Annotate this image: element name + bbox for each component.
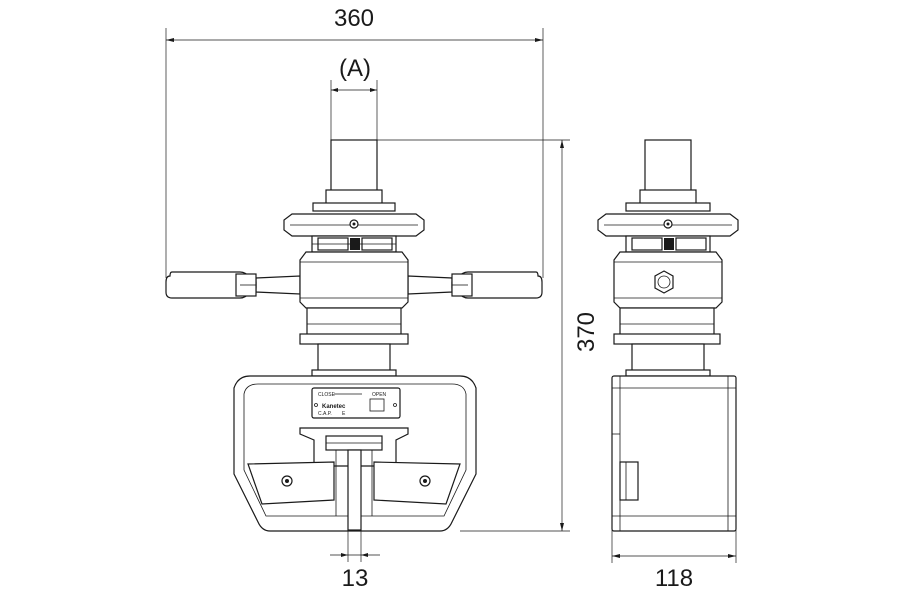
plate-close-label: CLOSE <box>318 392 336 398</box>
plate-open-label: OPEN <box>372 392 387 398</box>
dimension-side-depth: 118 <box>611 530 737 592</box>
front-top-collar <box>283 213 425 237</box>
dimension-overall-height: 370 <box>377 139 600 532</box>
dim-label-360: 360 <box>334 5 374 32</box>
hex-fitting-icon <box>654 270 674 294</box>
left-handle <box>165 271 301 299</box>
right-handle <box>407 271 543 299</box>
dimension-overall-width: 360 <box>165 5 544 278</box>
dim-label-370: 370 <box>573 312 600 352</box>
left-jaw-pad <box>247 461 335 505</box>
name-plate: CLOSE OPEN Kanetec C.A.P. E <box>311 387 401 419</box>
plate-brand: Kanetec <box>322 404 346 410</box>
dim-label-118: 118 <box>655 565 693 592</box>
front-hub <box>299 251 409 309</box>
dim-label-13: 13 <box>342 565 369 592</box>
jaw-mechanism <box>299 427 409 531</box>
right-jaw-pad <box>373 461 461 505</box>
front-nut <box>311 235 397 253</box>
side-hub <box>613 251 723 309</box>
side-top-collar <box>597 213 739 237</box>
plate-marker: E <box>342 411 346 417</box>
plate-code: C.A.P. <box>318 411 332 417</box>
side-body <box>611 375 737 532</box>
side-nut <box>625 235 711 253</box>
front-view: CLOSE OPEN Kanetec C.A.P. E <box>165 139 543 532</box>
dimension-shaft: (A) <box>330 55 378 142</box>
dim-label-shaft: (A) <box>339 55 371 82</box>
side-view <box>597 139 739 532</box>
